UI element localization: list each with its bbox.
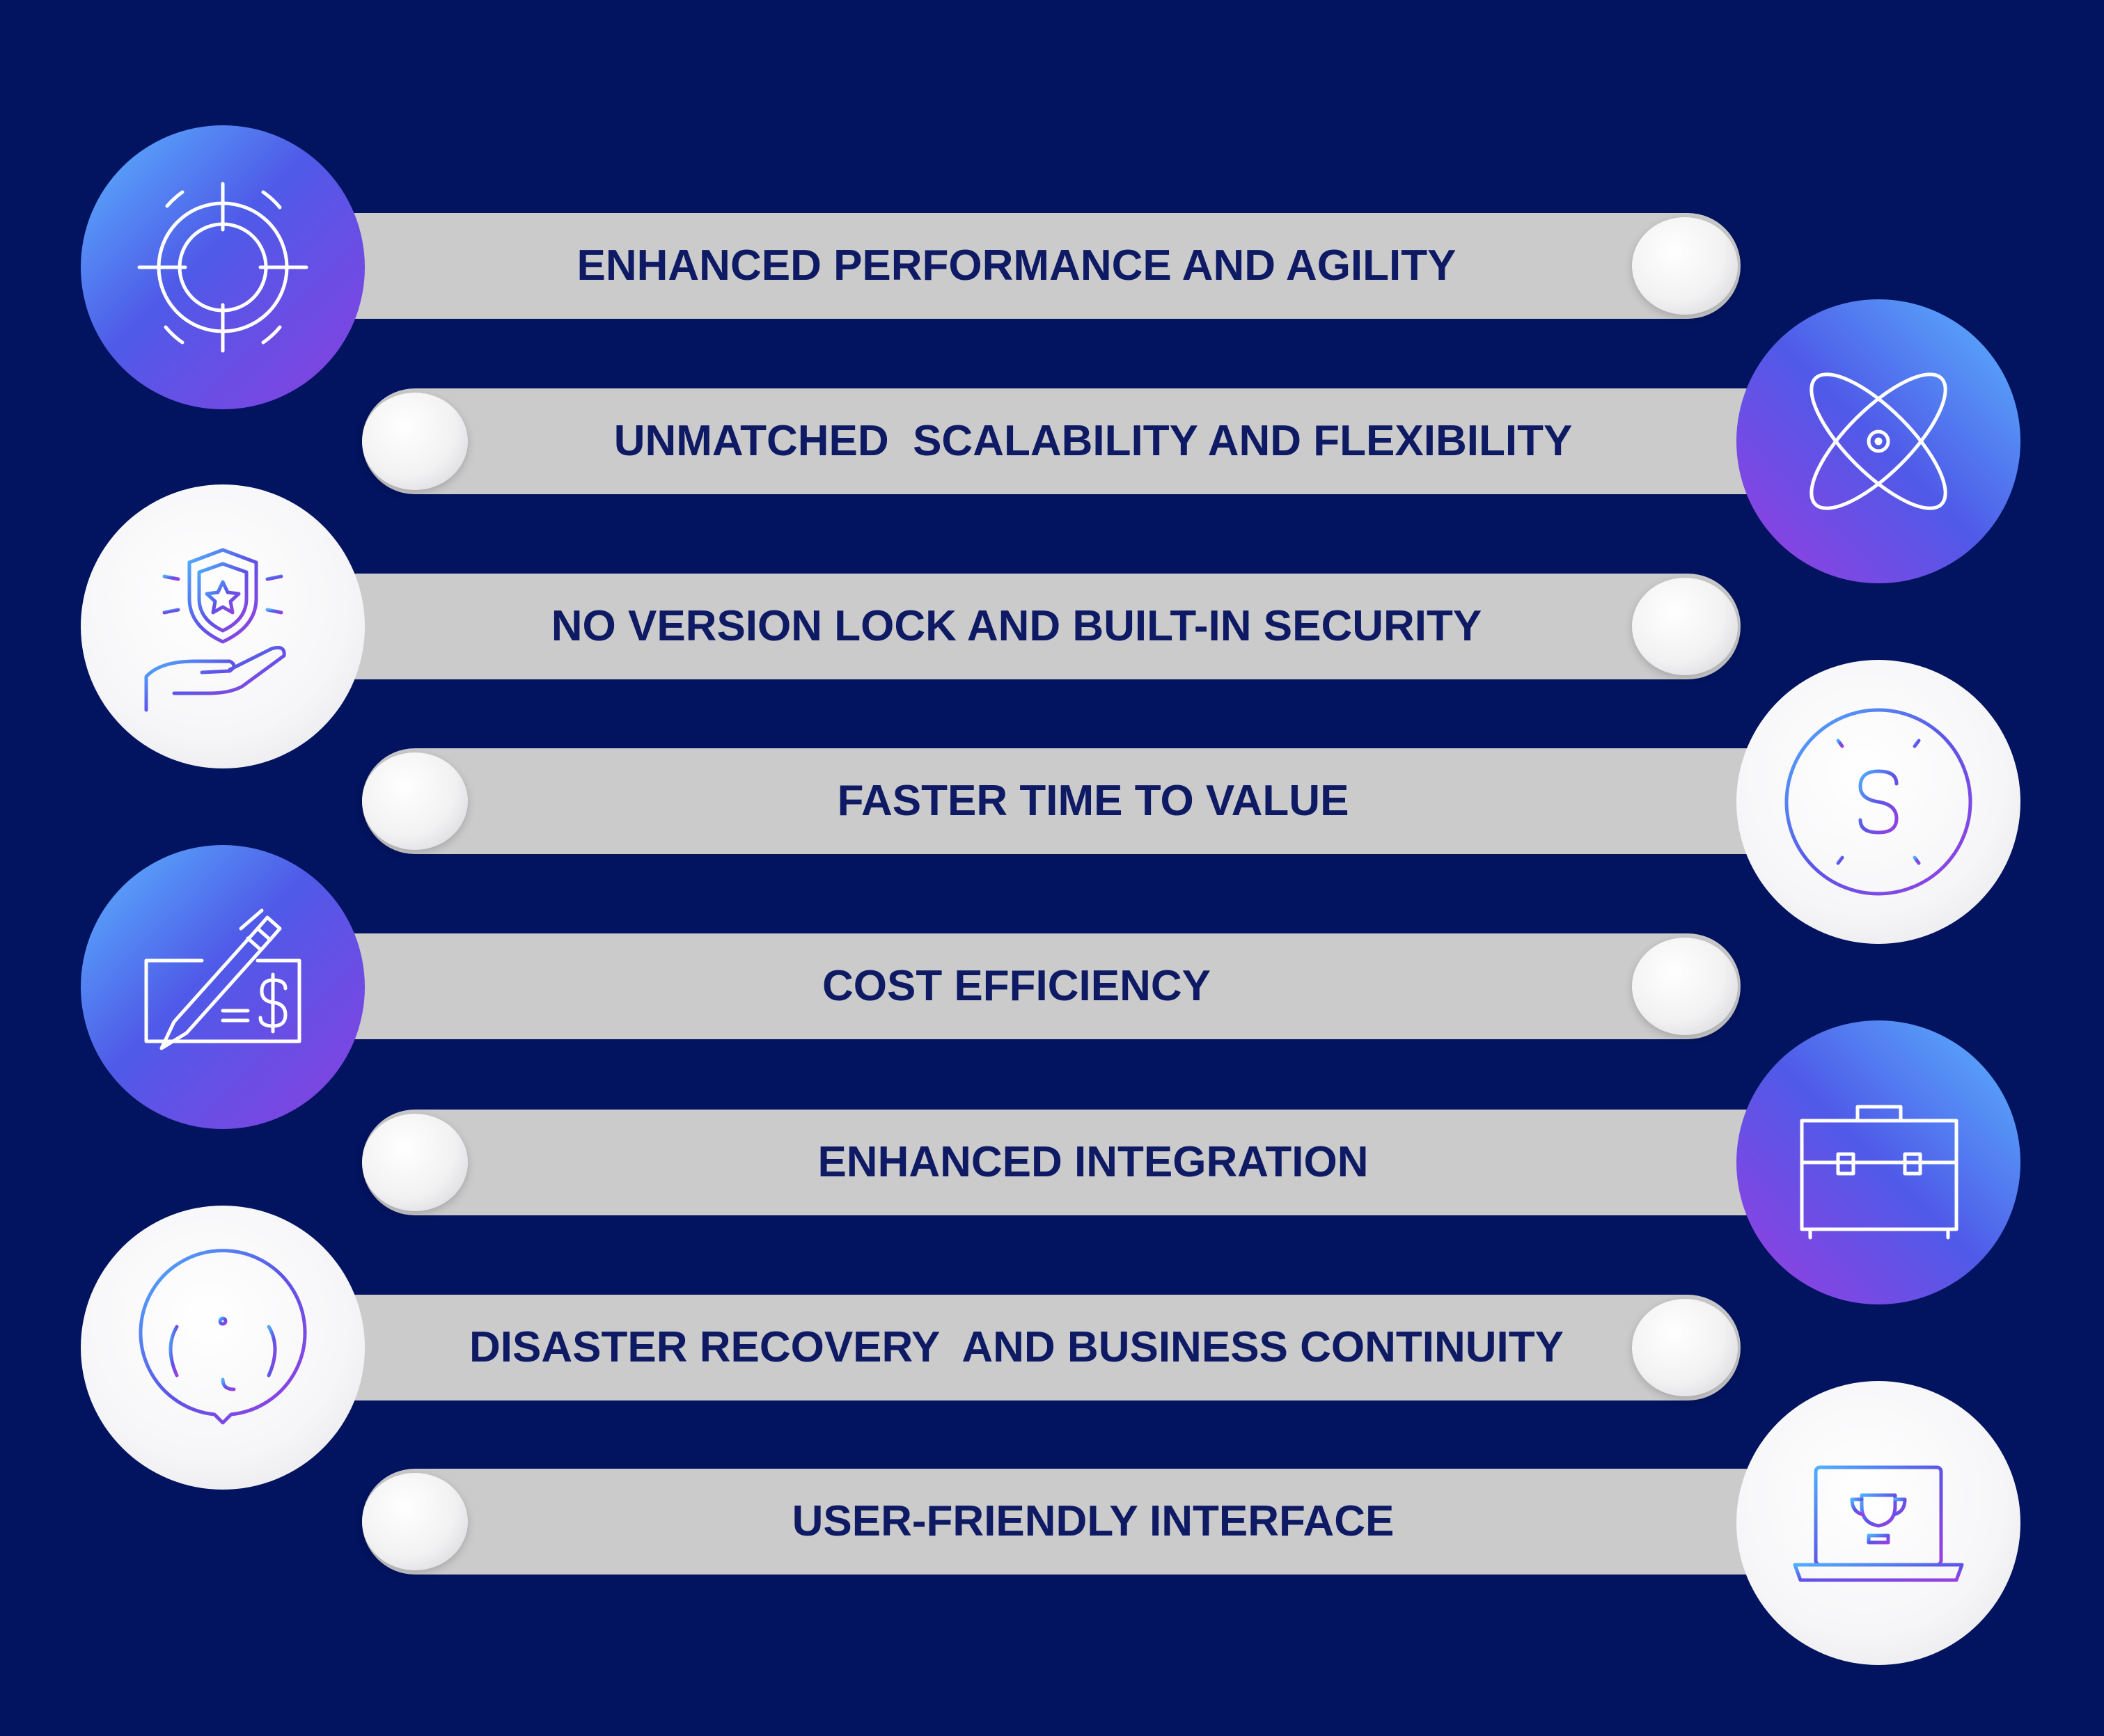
bar-knob [362, 393, 468, 490]
benefit-bar: UNMATCHED SCALABILITY AND FLEXIBILITY [362, 388, 1824, 494]
bar-knob [1632, 1299, 1738, 1396]
target-icon [81, 125, 365, 409]
benefit-bar: ENHANCED PERFORMANCE AND AGILITY [292, 213, 1741, 319]
bar-knob [362, 752, 468, 850]
bar-knob [1632, 578, 1738, 675]
benefit-bar: NO VERSION LOCK AND BUILT-IN SECURITY [292, 574, 1741, 679]
benefit-bar: FASTER TIME TO VALUE [362, 748, 1824, 854]
laptop-trophy-icon [1736, 1381, 2020, 1665]
benefit-bar: USER-FRIENDLY INTERFACE [362, 1469, 1824, 1575]
shield-hand-icon [81, 484, 365, 768]
bar-knob [362, 1473, 468, 1570]
benefit-bar: COST EFFICIENCY [292, 933, 1741, 1039]
benefit-bar: ENHANCED INTEGRATION [362, 1110, 1824, 1215]
benefit-label: USER-FRIENDLY INTERFACE [792, 1497, 1395, 1545]
pen-check-icon [81, 845, 365, 1129]
bar-knob [362, 1114, 468, 1211]
dollar-clock-icon [1736, 660, 2020, 944]
benefit-label: NO VERSION LOCK AND BUILT-IN SECURITY [551, 602, 1482, 650]
briefcase-icon [1736, 1020, 2020, 1304]
benefit-label: COST EFFICIENCY [822, 962, 1211, 1010]
benefit-label: UNMATCHED SCALABILITY AND FLEXIBILITY [613, 417, 1573, 465]
info-bubble-icon [81, 1206, 365, 1490]
benefit-label: DISASTER RECOVERY AND BUSINESS CONTINUIT… [469, 1323, 1564, 1371]
benefit-label: ENHANCED INTEGRATION [817, 1138, 1369, 1186]
benefit-label: ENHANCED PERFORMANCE AND AGILITY [576, 242, 1457, 290]
bar-knob [1632, 938, 1738, 1035]
benefit-label: FASTER TIME TO VALUE [837, 777, 1349, 825]
bar-knob [1632, 217, 1738, 315]
benefit-bar: DISASTER RECOVERY AND BUSINESS CONTINUIT… [292, 1295, 1741, 1400]
atom-orbit-icon [1736, 299, 2020, 583]
